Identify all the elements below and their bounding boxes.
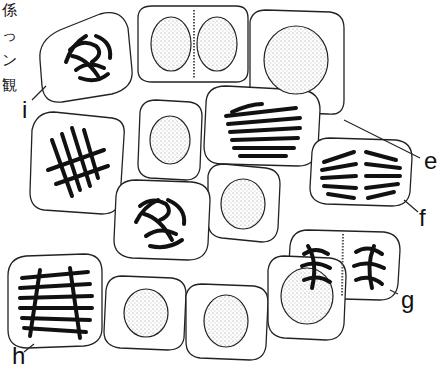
callout-letter: g — [401, 288, 414, 312]
text-fragment: っ — [2, 28, 17, 43]
callout-letter: i — [22, 98, 27, 122]
text-fragment: 観 — [2, 78, 17, 93]
callout-letter: h — [12, 344, 25, 368]
callout-letter: e — [424, 149, 437, 173]
text-fragment: ン — [2, 53, 17, 68]
callout-letter: f — [419, 206, 426, 230]
text-fragment: 係 — [2, 3, 17, 18]
